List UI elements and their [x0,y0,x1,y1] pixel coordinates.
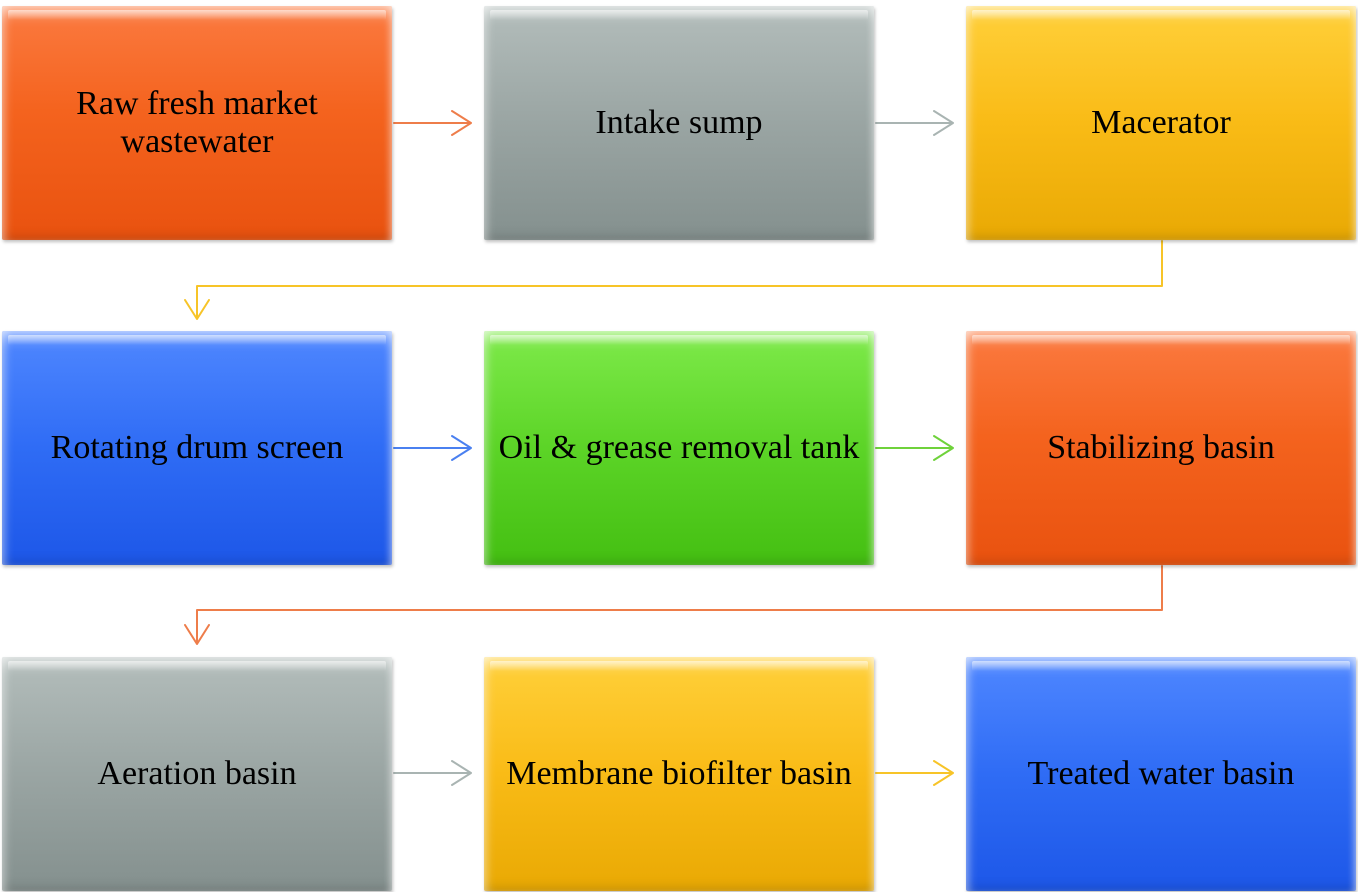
step-rotating-drum-screen: Rotating drum screen [2,331,392,565]
step-aeration-basin: Aeration basin [2,657,392,891]
arrow-intake-to-macerator [875,110,954,136]
step-stabilizing-basin: Stabilizing basin [966,331,1356,565]
step-macerator: Macerator [966,6,1356,240]
step-membrane-biofilter-basin: Membrane biofilter basin [484,657,874,891]
step-label: Intake sump [595,104,763,141]
step-label: Macerator [1091,104,1231,141]
step-intake-sump: Intake sump [484,6,874,240]
step-label: Raw fresh market wastewater [76,85,318,160]
arrow-aeration-to-membrane [393,760,472,786]
step-label: Membrane biofilter basin [506,755,852,792]
step-label: Rotating drum screen [50,429,344,466]
step-treated-water-basin: Treated water basin [966,657,1356,891]
step-oil-grease-removal-tank: Oil & grease removal tank [484,331,874,565]
arrow-stabilizing-to-aeration [184,565,1163,645]
arrow-oil-to-stabilizing [875,435,954,461]
arrow-drum-to-oil [393,435,472,461]
step-label: Oil & grease removal tank [498,429,860,466]
step-raw-fresh-market-wastewater: Raw fresh market wastewater [2,6,392,240]
step-label: Stabilizing basin [1047,429,1275,466]
arrow-membrane-to-treated [875,760,954,786]
step-label: Treated water basin [1027,755,1295,792]
arrow-macerator-to-drum [184,240,1163,320]
arrow-raw-to-intake [393,110,472,136]
step-label: Aeration basin [97,755,297,792]
